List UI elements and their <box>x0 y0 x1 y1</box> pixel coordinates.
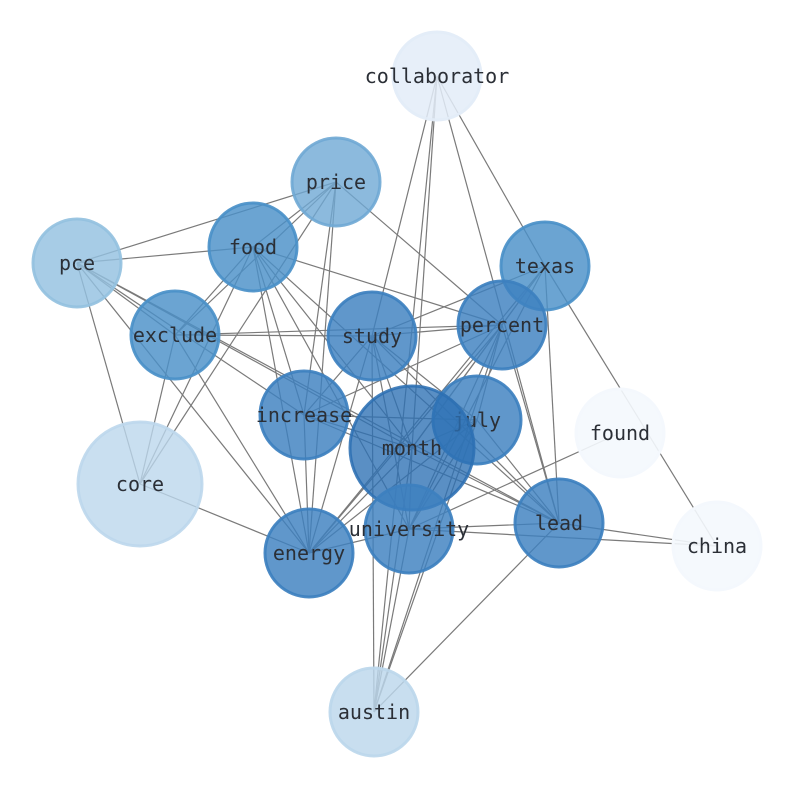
node-label-price: price <box>306 170 366 194</box>
node-circle-china <box>671 500 763 592</box>
node-austin: austin <box>328 666 420 758</box>
node-label-pce: pce <box>59 251 95 275</box>
node-exclude: exclude <box>129 289 221 381</box>
node-circle-energy <box>263 507 355 599</box>
node-circle-university <box>363 483 455 575</box>
node-circle-study <box>326 290 418 382</box>
node-label-energy: energy <box>273 541 345 565</box>
node-label-increase: increase <box>256 403 352 427</box>
node-collaborator: collaborator <box>365 30 510 122</box>
edge-price-energy <box>308 181 337 554</box>
node-china: china <box>671 500 763 592</box>
node-circle-exclude <box>129 289 221 381</box>
node-label-austin: austin <box>338 700 410 724</box>
node-circle-austin <box>328 666 420 758</box>
node-circle-lead <box>513 477 605 569</box>
node-circle-found <box>574 387 666 479</box>
node-circle-pce <box>31 217 123 309</box>
node-lead: lead <box>513 477 605 569</box>
node-label-university: university <box>349 517 469 541</box>
node-energy: energy <box>263 507 355 599</box>
node-month: month <box>348 384 476 512</box>
node-university: university <box>349 483 469 575</box>
node-label-china: china <box>687 534 747 558</box>
node-label-exclude: exclude <box>133 323 217 347</box>
node-increase: increase <box>256 369 352 461</box>
node-label-found: found <box>590 421 650 445</box>
node-found: found <box>574 387 666 479</box>
node-label-percent: percent <box>460 313 544 337</box>
node-label-food: food <box>229 235 277 259</box>
node-layer: collaborator price food pce texas exclude stud… <box>31 30 763 758</box>
node-label-month: month <box>382 436 442 460</box>
node-label-lead: lead <box>535 511 583 535</box>
node-circle-percent <box>456 279 548 371</box>
node-label-collaborator: collaborator <box>365 64 510 88</box>
node-circle-collaborator <box>391 30 483 122</box>
edge-pce-energy <box>76 262 310 554</box>
node-label-core: core <box>116 472 164 496</box>
node-circle-price <box>290 136 382 228</box>
edge-pce-month <box>76 262 413 449</box>
node-circle-food <box>207 201 299 293</box>
node-circle-increase <box>258 369 350 461</box>
node-study: study <box>326 290 418 382</box>
node-core: core <box>76 420 204 548</box>
node-price: price <box>290 136 382 228</box>
node-percent: percent <box>456 279 548 371</box>
node-label-study: study <box>342 324 402 348</box>
node-label-texas: texas <box>515 254 575 278</box>
node-pce: pce <box>31 217 123 309</box>
node-food: food <box>207 201 299 293</box>
node-circle-core <box>76 420 204 548</box>
